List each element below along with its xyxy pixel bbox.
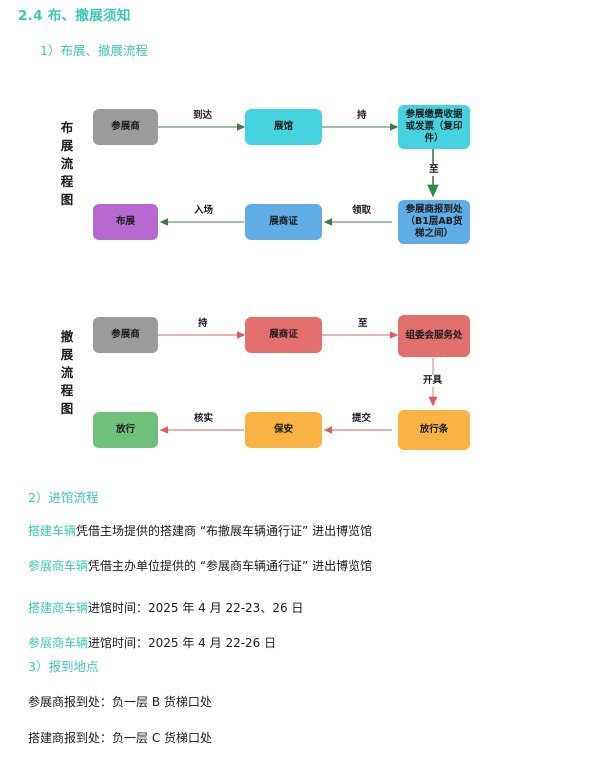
entry-process-line-4: 参展商车辆进馆时间：2025 年 4 月 22-26 日	[28, 635, 276, 651]
flow2-node-exhibitor-badge: 展商证	[245, 317, 322, 353]
edge-label-enter: 入场	[192, 205, 216, 217]
edge-label-collect: 领取	[350, 205, 374, 217]
entry-keyword-1: 搭建车辆	[28, 524, 77, 538]
flow-node-registration-desk: 参展商报到处（B1层AB货梯之间）	[398, 200, 470, 244]
subsection-heading-1: 1）布展、撤展流程	[40, 43, 148, 58]
subsection-heading-3: 3）报到地点	[28, 659, 99, 674]
entry-text-4: 进馆时间：2025 年 4 月 22-26 日	[88, 636, 277, 650]
entry-text-1: 凭借主场提供的搭建商 “布撤展车辆通行证” 进出博览馆	[76, 524, 373, 538]
setup-flow-side-label: 布展流程图	[60, 120, 74, 207]
flow2-node-release-slip: 放行条	[398, 410, 470, 450]
edge2-label-verify: 核实	[192, 413, 216, 425]
flow2-node-release: 放行	[93, 412, 158, 448]
flow-node-hall: 展馆	[245, 109, 322, 145]
flow-node-exhibitor-badge: 展商证	[245, 204, 322, 240]
entry-process-line-3: 搭建商车辆进馆时间：2025 年 4 月 22-23、26 日	[28, 600, 303, 616]
entry-process-line-2: 参展商车辆凭借主办单位提供的 “参展商车辆通行证” 进出博览馆	[28, 558, 372, 574]
flow2-node-exhibitor: 参展商	[93, 317, 158, 353]
flow2-node-organizer-desk: 组委会服务处	[398, 315, 470, 357]
edge-label-hold: 持	[355, 110, 369, 122]
report-text-1: 参展商报到处：负一层 B 货梯口处	[28, 695, 212, 709]
flow-node-receipt: 参展缴费收据或发票（复印件）	[398, 105, 470, 149]
edge2-label-submit: 提交	[350, 413, 374, 425]
report-text-2: 搭建商报到处：负一层 C 货梯口处	[28, 731, 213, 745]
report-location-line-1: 参展商报到处：负一层 B 货梯口处	[28, 694, 212, 710]
entry-text-2: 凭借主办单位提供的 “参展商车辆通行证” 进出博览馆	[88, 559, 373, 573]
edge2-label-issue: 开具	[421, 375, 445, 387]
flow-node-exhibitor: 参展商	[93, 109, 158, 145]
report-location-line-2: 搭建商报到处：负一层 C 货梯口处	[28, 730, 212, 746]
edge-label-to: 至	[427, 164, 441, 176]
flow2-node-security: 保安	[245, 412, 322, 448]
subsection-heading-2: 2）进馆流程	[28, 490, 99, 505]
entry-keyword-3: 搭建商车辆	[28, 601, 89, 615]
teardown-flow-side-label: 撤展流程图	[60, 329, 74, 416]
entry-process-line-1: 搭建车辆凭借主场提供的搭建商 “布撤展车辆通行证” 进出博览馆	[28, 523, 372, 539]
entry-text-3: 进馆时间：2025 年 4 月 22-23、26 日	[88, 601, 304, 615]
edge2-label-to: 至	[356, 318, 370, 330]
entry-keyword-2: 参展商车辆	[28, 559, 89, 573]
page-title: 2.4 布、撤展须知	[18, 8, 131, 24]
entry-keyword-4: 参展商车辆	[28, 636, 89, 650]
edge2-label-hold: 持	[196, 318, 210, 330]
flow-node-setup: 布展	[93, 204, 158, 240]
edge-label-arrive: 到达	[191, 110, 215, 122]
